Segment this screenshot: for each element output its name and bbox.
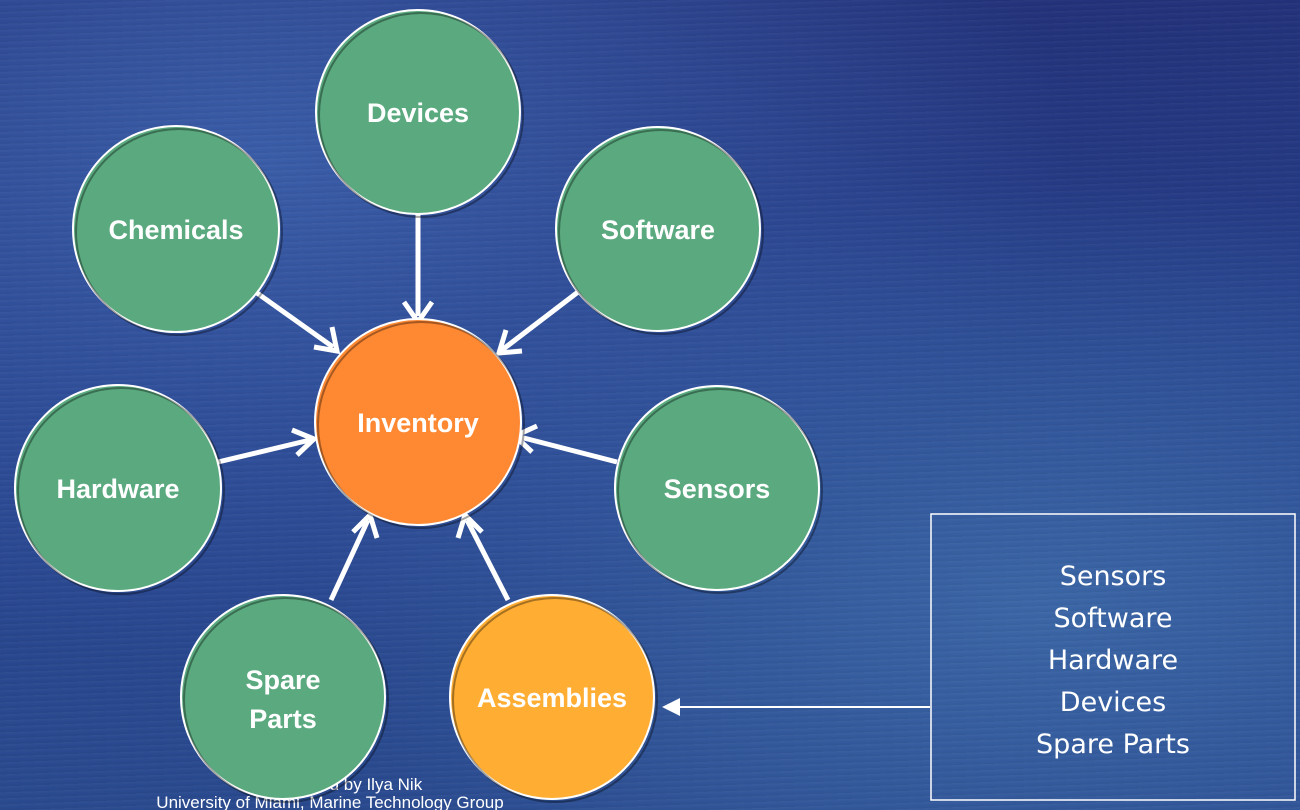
node-spare-parts-label-line2: Parts — [249, 704, 317, 734]
box-item: Hardware — [1048, 645, 1178, 676]
center-circle — [314, 318, 522, 526]
center-node[interactable]: Inventory — [314, 318, 525, 529]
node-spare-parts-label-line1: Spare — [245, 665, 320, 695]
arrow-software — [500, 290, 580, 352]
node-spare-parts[interactable]: Spare Parts — [180, 594, 389, 803]
node-hardware[interactable]: Hardware — [14, 384, 225, 595]
arrow-spare-parts — [328, 518, 371, 602]
node-assemblies[interactable]: Assemblies — [449, 594, 658, 803]
arrow-sensors — [519, 434, 618, 465]
assemblies-composition-box: Sensors Software Hardware Devices Spare … — [930, 513, 1296, 801]
box-item: Software — [1053, 603, 1172, 634]
center-label: Inventory — [357, 408, 479, 438]
arrow-hardware — [217, 437, 311, 465]
node-chemicals[interactable]: Chemicals — [72, 125, 283, 336]
node-software[interactable]: Software — [555, 126, 764, 335]
node-assemblies-label: Assemblies — [477, 683, 627, 713]
box-item: Spare Parts — [1036, 729, 1190, 760]
arrowhead-hardware — [291, 427, 319, 457]
arrow-chemicals — [255, 290, 335, 350]
box-item: Devices — [1060, 687, 1166, 718]
node-sensors-label: Sensors — [664, 474, 771, 504]
node-devices[interactable]: Devices — [315, 9, 524, 218]
arrowhead-assemblies — [455, 510, 484, 539]
arrowhead-software — [495, 329, 523, 356]
arrowhead-chemicals — [313, 326, 341, 355]
node-hardware-label: Hardware — [56, 474, 179, 504]
node-sensors[interactable]: Sensors — [614, 385, 823, 594]
arrowhead-box-to-assemblies — [662, 698, 680, 716]
node-software-label: Software — [601, 215, 715, 245]
arrowhead-spare-parts — [351, 510, 380, 539]
footer-affiliation: University of Miami, Marine Technology G… — [156, 793, 503, 810]
arrow-assemblies — [464, 518, 511, 602]
node-devices-label: Devices — [367, 98, 469, 128]
node-chemicals-label: Chemicals — [108, 215, 243, 245]
box-item: Sensors — [1060, 561, 1167, 592]
